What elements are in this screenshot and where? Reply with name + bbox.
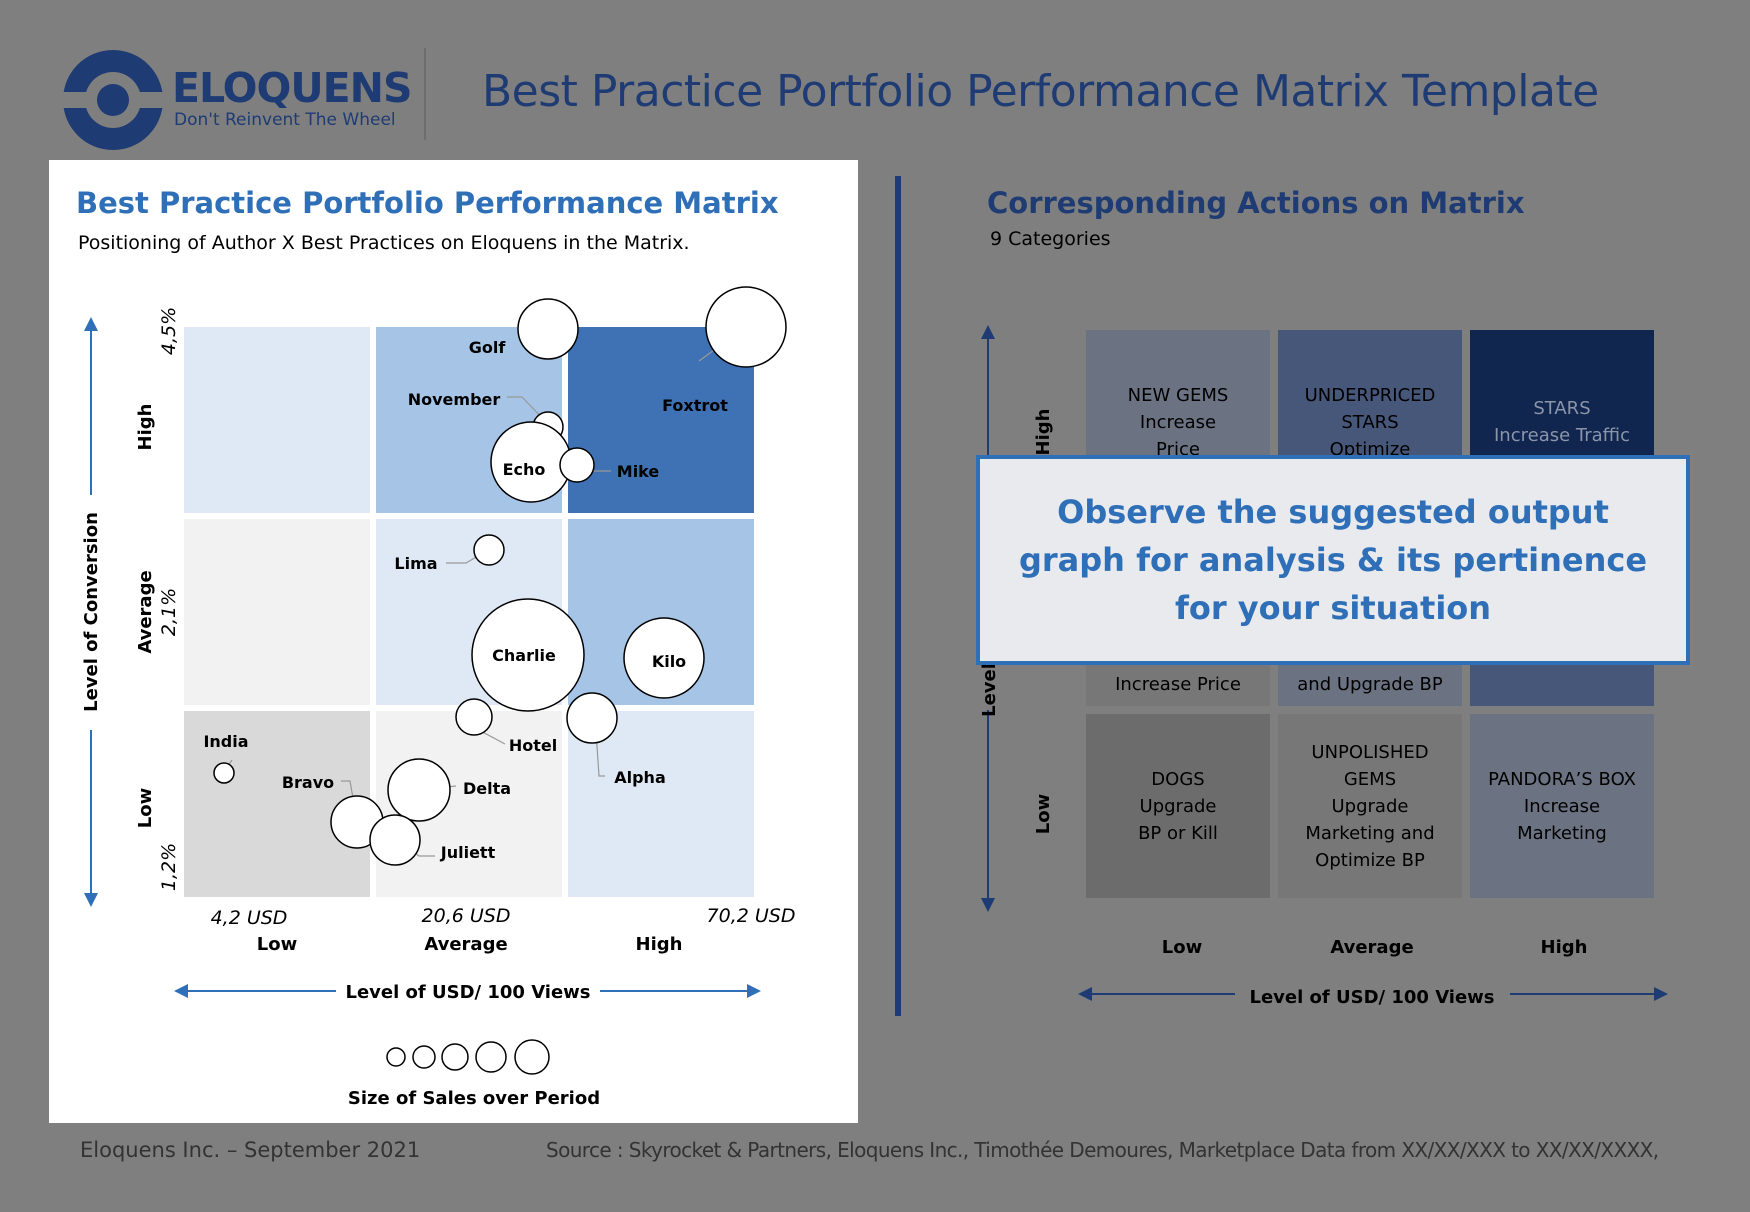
bubble-foxtrot: [705, 286, 787, 368]
action-cell-unpolished-gems: UNPOLISHED GEMS Upgrade Marketing and Op…: [1278, 714, 1462, 898]
footer-source: Source : Skyrocket & Partners, Eloquens …: [546, 1138, 1659, 1162]
action-cell-dogs: DOGS Upgrade BP or Kill: [1086, 714, 1270, 898]
bubble-india: [213, 762, 235, 784]
page-title: Best Practice Portfolio Performance Matr…: [482, 66, 1599, 117]
bubble-label-november: November: [408, 390, 501, 409]
x-category-low: Low: [257, 934, 297, 955]
y-category-low: Low: [135, 788, 156, 828]
size-legend-title: Size of Sales over Period: [348, 1088, 600, 1109]
y-axis-title: Level of Conversion: [81, 512, 102, 712]
matrix-subtitle: Positioning of Author X Best Practices o…: [78, 232, 690, 254]
x-tick-low: 4,2 USD: [211, 907, 288, 929]
x-tick-high: 70,2 USD: [707, 905, 796, 927]
bubble-label-juliett: Juliett: [440, 843, 496, 862]
right-x-category-high: High: [1541, 937, 1588, 958]
bubble-label-delta: Delta: [463, 779, 511, 798]
y-tick-low: 1,2%: [158, 843, 180, 891]
bubble-label-alpha: Alpha: [614, 768, 666, 787]
size-legend: [386, 1039, 550, 1075]
y-category-average: Average: [135, 570, 156, 653]
x-category-average: Average: [424, 934, 507, 955]
matrix-title: Best Practice Portfolio Performance Matr…: [76, 186, 779, 220]
logo-tagline: Don't Reinvent The Wheel: [174, 110, 396, 130]
portfolio-matrix-chart: Level of Conversion High Average Low 4,5…: [81, 286, 796, 1109]
eloquens-logo-icon: [63, 50, 163, 150]
y-tick-high: 4,5%: [158, 307, 180, 355]
bubble-lima: [473, 534, 505, 566]
bubble-juliett: [369, 814, 421, 866]
right-x-axis-title: Level of USD/ 100 Views: [1249, 987, 1494, 1008]
bubble-charlie: [471, 598, 585, 712]
right-y-category-high: High: [1033, 409, 1054, 456]
bubble-label-foxtrot: Foxtrot: [662, 396, 728, 415]
bubble-label-charlie: Charlie: [492, 646, 556, 665]
bubble-label-bravo: Bravo: [282, 773, 334, 792]
bubble-label-mike: Mike: [617, 462, 660, 481]
bubble-hotel: [455, 698, 493, 736]
bubble-golf: [517, 298, 579, 360]
bubble-label-kilo: Kilo: [652, 652, 686, 671]
footer-company: Eloquens Inc. – September 2021: [80, 1138, 421, 1162]
actions-title: Corresponding Actions on Matrix: [987, 186, 1525, 220]
bubble-delta: [387, 758, 451, 822]
bubble-label-lima: Lima: [394, 554, 437, 573]
callout-box: Observe the suggested output graph for a…: [976, 455, 1690, 665]
logo-name: ELOQUENS: [172, 64, 413, 112]
x-axis-title: Level of USD/ 100 Views: [345, 982, 590, 1003]
right-y-category-low: Low: [1033, 794, 1054, 834]
section-divider: [895, 176, 901, 1016]
right-x-category-average: Average: [1330, 937, 1413, 958]
action-cell-pandoras-box: PANDORA’S BOX Increase Marketing: [1470, 714, 1654, 898]
matrix-cell-high-low: [184, 327, 370, 513]
bubble-label-india: India: [203, 732, 248, 751]
bubble-label-golf: Golf: [469, 338, 507, 357]
actions-matrix-axes: Level High Low Low Average High Level of…: [979, 325, 1668, 1008]
right-x-category-low: Low: [1162, 937, 1202, 958]
x-tick-average: 20,6 USD: [422, 905, 511, 927]
x-category-high: High: [636, 934, 683, 955]
bubble-label-hotel: Hotel: [509, 736, 557, 755]
bubble-kilo: [623, 617, 705, 699]
right-y-axis-title: Level: [979, 663, 1000, 717]
header-divider: [424, 48, 426, 140]
bubble-label-echo: Echo: [503, 460, 546, 479]
matrix-cell-average-low: [184, 519, 370, 705]
y-tick-average: 2,1%: [158, 588, 180, 636]
bubble-mike: [559, 447, 595, 483]
actions-subtitle: 9 Categories: [990, 228, 1111, 250]
callout-text: Observe the suggested output graph for a…: [1018, 493, 1648, 627]
y-category-high: High: [135, 404, 156, 451]
bubble-alpha: [566, 692, 618, 744]
